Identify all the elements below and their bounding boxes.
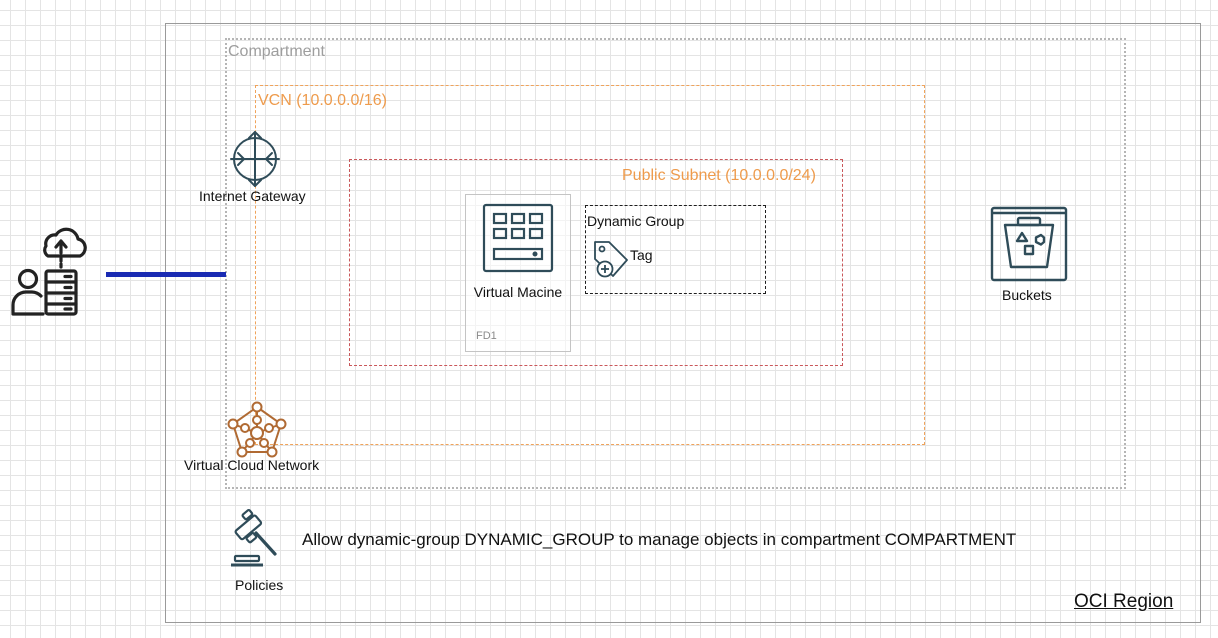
policies-label: Policies	[235, 577, 284, 593]
virtual-machine-node[interactable]	[465, 194, 571, 352]
tag-icon	[594, 241, 628, 278]
internet-gateway-label: Internet Gateway	[199, 188, 306, 204]
internet-gateway-icon[interactable]	[229, 131, 281, 187]
user-cloud-server-icon[interactable]	[10, 226, 90, 318]
gavel-icon[interactable]	[229, 509, 281, 571]
vcn-label: VCN (10.0.0.0/16)	[258, 92, 387, 109]
vcn-container	[255, 85, 925, 445]
dynamic-group-label: Dynamic Group	[587, 213, 685, 229]
virtual-machine-label: Virtual Macine	[473, 284, 563, 300]
bucket-icon[interactable]	[990, 204, 1068, 282]
buckets-label: Buckets	[1002, 287, 1052, 303]
virtual-cloud-network-icon[interactable]	[226, 401, 288, 459]
compartment-label: Compartment	[228, 43, 325, 60]
dynamic-group-container	[585, 205, 766, 294]
compartment-container	[225, 38, 1126, 489]
policy-statement: Allow dynamic-group DYNAMIC_GROUP to man…	[302, 530, 1017, 549]
fault-domain-label: FD1	[476, 330, 497, 342]
oci-region-container	[165, 23, 1201, 623]
oci-region-label: OCI Region	[1074, 591, 1174, 612]
tag-label: Tag	[630, 247, 653, 263]
public-subnet-container	[349, 159, 843, 366]
user-gateway-connector	[106, 272, 226, 277]
public-subnet-label: Public Subnet (10.0.0.0/24)	[622, 167, 816, 184]
virtual-machine-icon	[482, 203, 554, 273]
virtual-cloud-network-label: Virtual Cloud Network	[184, 457, 320, 473]
